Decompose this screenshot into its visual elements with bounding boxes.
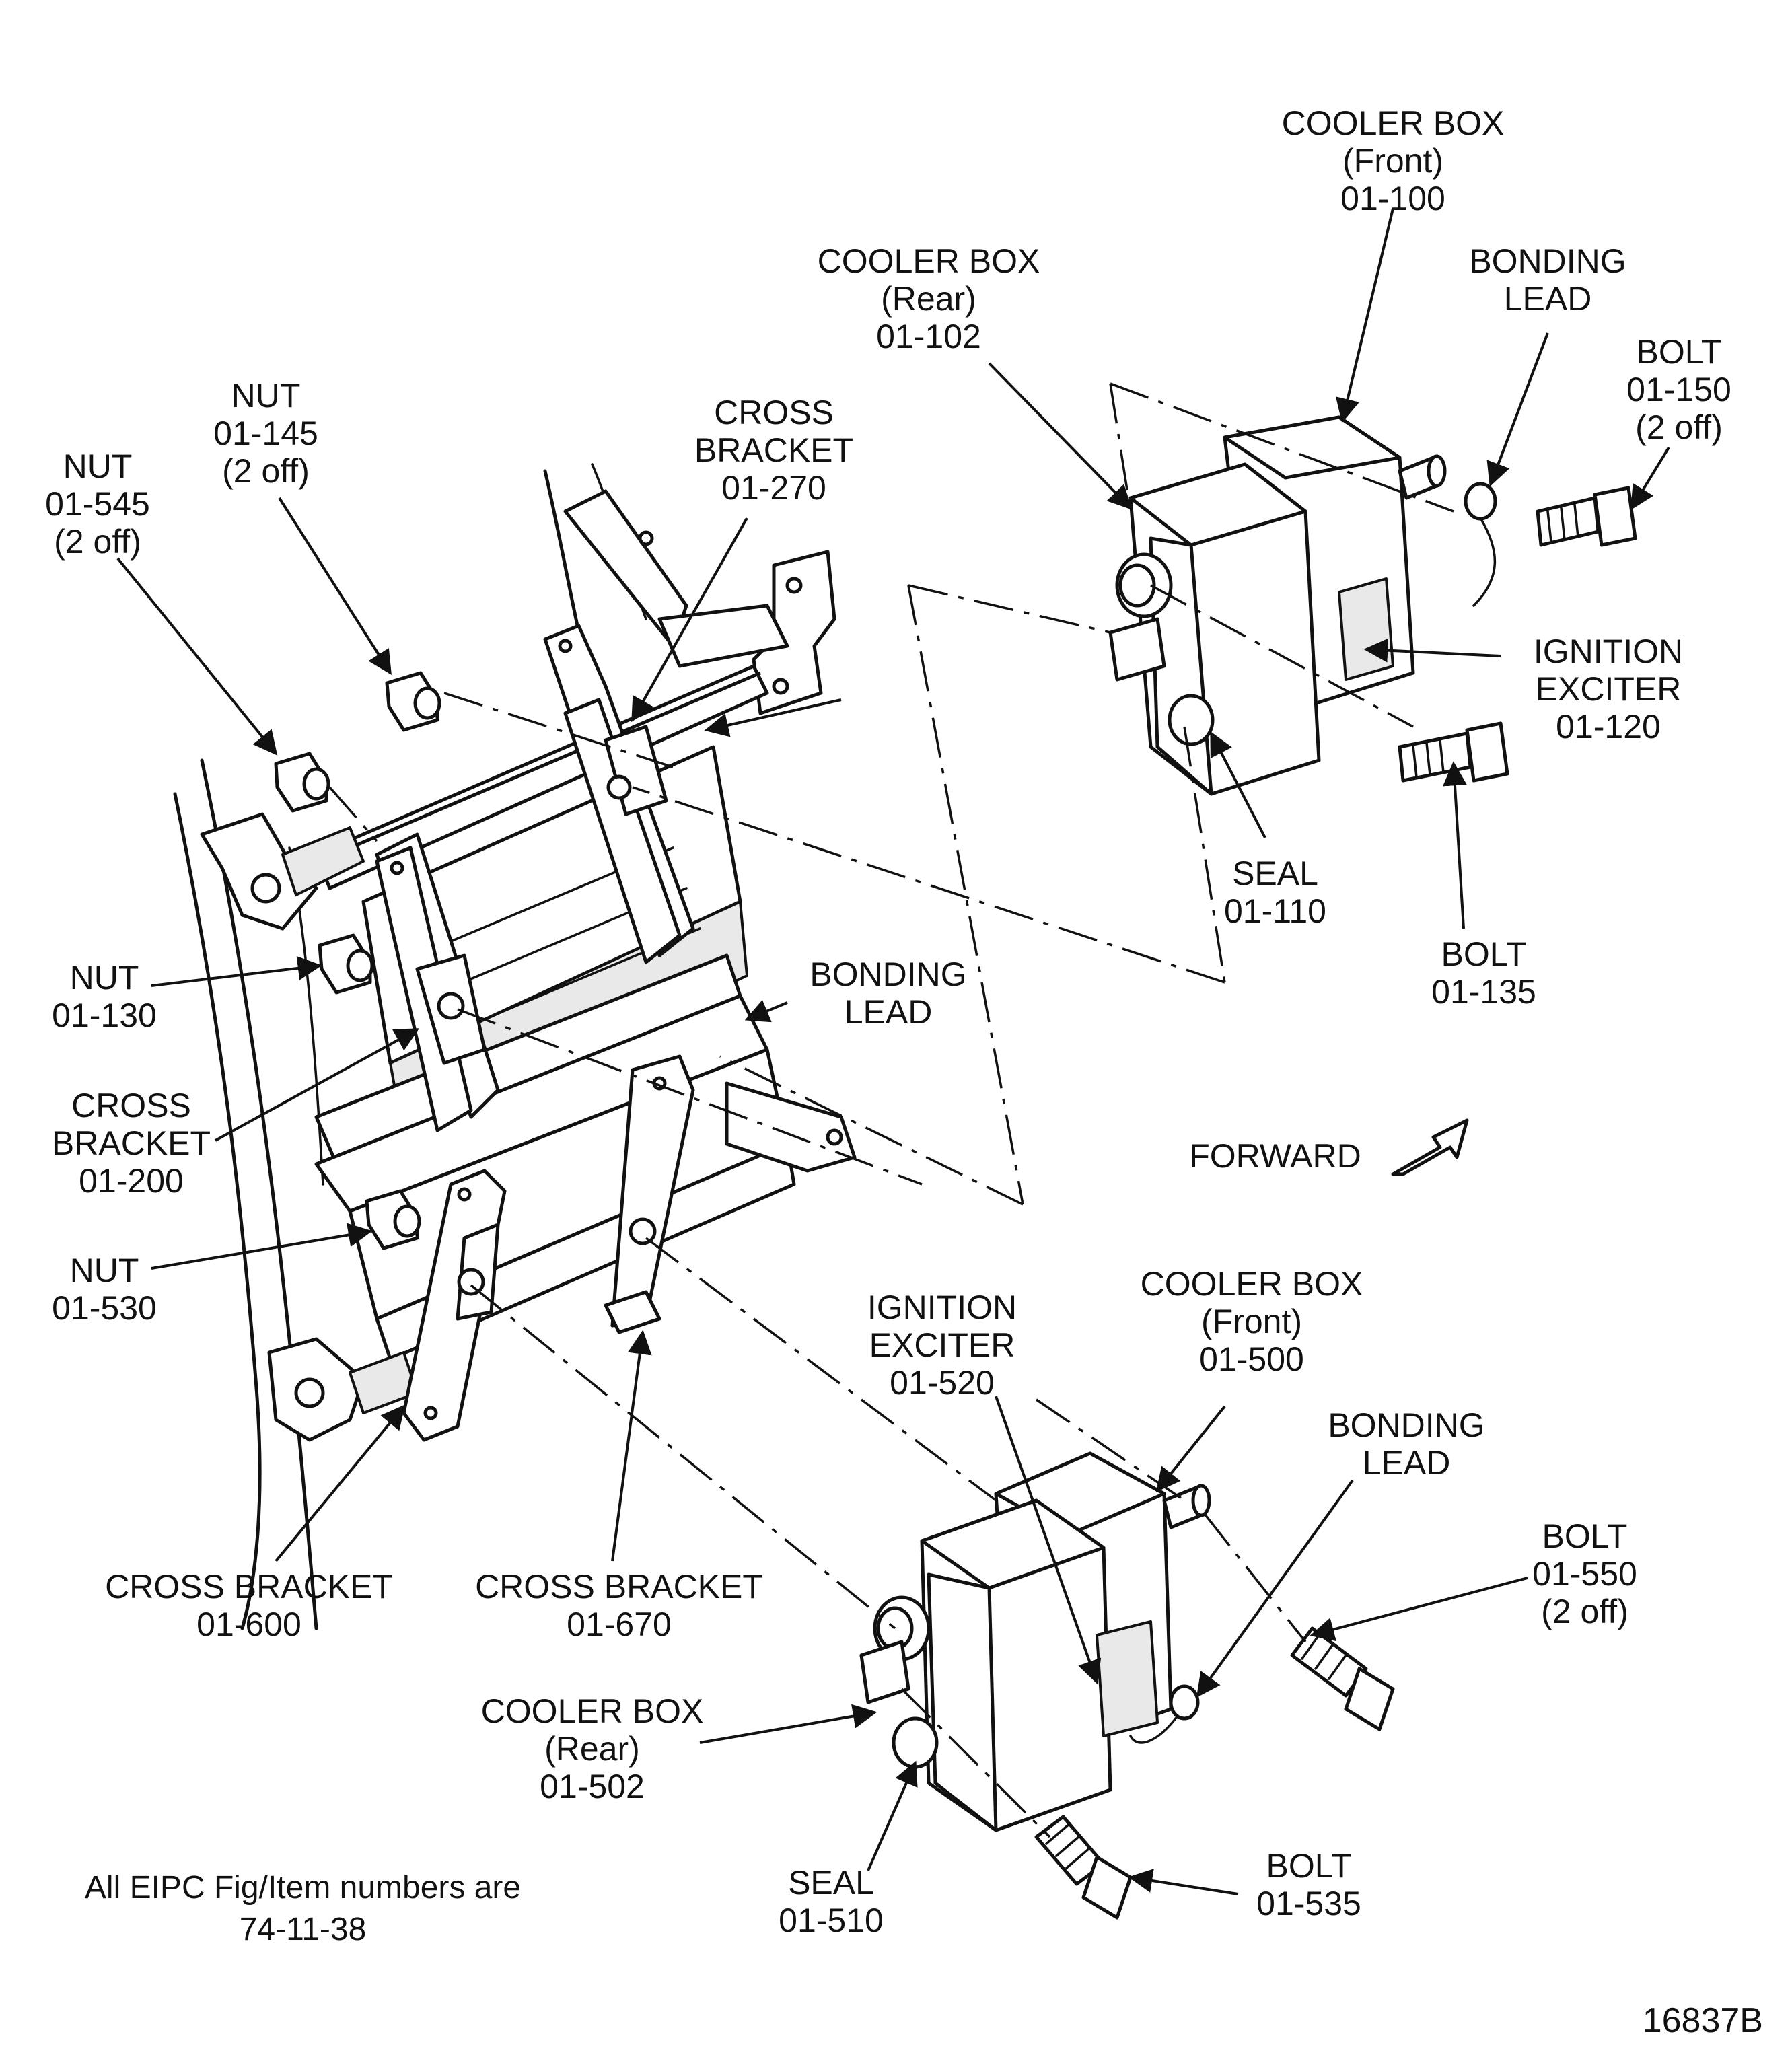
label-bonding-lead-lower: BONDING LEAD (1328, 1406, 1485, 1482)
label-bolt-535: BOLT 01-535 (1256, 1847, 1361, 1922)
cooler-box-upper-assembly (1108, 415, 1447, 796)
nut-130 (318, 933, 374, 995)
leader-ignition-exciter-520 (995, 1396, 1102, 1685)
label-cooler-box-front-100: COOLER BOX (Front) 01-100 (1281, 104, 1505, 217)
bolt-550 (1290, 1626, 1395, 1731)
label-seal-510: SEAL 01-510 (779, 1864, 884, 1939)
label-cooler-box-front-500: COOLER BOX (Front) 01-500 (1140, 1265, 1363, 1378)
label-ignition-exciter-520: IGNITION EXCITER 01-520 (867, 1289, 1017, 1402)
leader-nut-130 (151, 955, 322, 987)
cross-bracket-600 (402, 1169, 507, 1442)
cross-bracket-200 (375, 832, 500, 1132)
leader-cross-bracket-270 (631, 517, 748, 723)
label-cross-bracket-670: CROSS BRACKET 01-670 (475, 1568, 763, 1643)
label-nut-130: NUT 01-130 (52, 959, 157, 1034)
leader-ignition-exciter-120 (1363, 638, 1501, 663)
leader-cross-bracket-200 (215, 1028, 420, 1142)
label-cross-bracket-200: CROSS BRACKET 01-200 (51, 1087, 211, 1200)
label-ignition-exciter-120: IGNITION EXCITER 01-120 (1533, 632, 1684, 746)
leader-cross-bracket-670 (611, 1330, 652, 1562)
figure-number: 16837B (1642, 2001, 1763, 2040)
leader-bolt-150 (1630, 446, 1670, 511)
bonding-lead-lower (1129, 1684, 1200, 1744)
label-nut-545: NUT 01-545 (2 off) (45, 447, 150, 561)
label-bonding-lead-mid: BONDING LEAD (810, 955, 967, 1031)
leader-seal-110 (1210, 731, 1266, 838)
nut-545 (274, 752, 330, 813)
leader-seal-510 (867, 1760, 918, 1871)
leader-bonding-lead-lower (1196, 1479, 1354, 1698)
leader-nut-530 (151, 1223, 373, 1270)
alignment-centerlines (328, 382, 1454, 1838)
leader-bonding-lead-upper (1486, 332, 1549, 487)
label-bolt-550: BOLT 01-550 (2 off) (1532, 1517, 1637, 1630)
label-forward: FORWARD (1189, 1137, 1361, 1175)
leader-bolt-550 (1310, 1577, 1528, 1642)
cross-bracket-670 (604, 1054, 695, 1334)
leader-cross-bracket-600 (275, 1404, 406, 1562)
label-bolt-135: BOLT 01-135 (1431, 935, 1536, 1011)
leader-arrows (116, 208, 1670, 1895)
leader-bonding-lead-mid-1 (704, 698, 842, 737)
cross-bracket-270 (543, 624, 695, 964)
leader-bolt-135 (1443, 761, 1467, 929)
label-nut-530: NUT 01-530 (52, 1252, 157, 1327)
leader-bonding-lead-mid-2 (744, 999, 788, 1023)
label-cross-bracket-270: CROSS BRACKET 01-270 (694, 394, 854, 507)
bolt-150 (1536, 486, 1637, 547)
label-bolt-150: BOLT 01-150 (2 off) (1626, 333, 1731, 446)
leader-nut-145 (278, 497, 392, 676)
label-bonding-lead-upper: BONDING LEAD (1469, 242, 1626, 318)
label-cross-bracket-600: CROSS BRACKET 01-600 (105, 1568, 393, 1643)
cooler-box-lower-assembly (859, 1451, 1211, 1832)
label-cooler-box-rear-502: COOLER BOX (Rear) 01-502 (480, 1692, 704, 1805)
leader-bolt-535 (1128, 1869, 1239, 1895)
label-cooler-box-rear-102: COOLER BOX (Rear) 01-102 (817, 242, 1040, 355)
leader-cooler-box-front-upper (1335, 208, 1394, 423)
bonding-lead-upper (1464, 482, 1497, 607)
leader-cooler-box-rear-lower (699, 1704, 877, 1744)
upper-mounting-structure (200, 489, 857, 1442)
leader-cooler-box-front-lower (1155, 1405, 1226, 1492)
leader-cooler-box-rear-upper (988, 362, 1133, 510)
eipc-note: All EIPC Fig/Item numbers are 74-11-38 (84, 1870, 522, 1947)
label-seal-110: SEAL 01-110 (1224, 855, 1326, 930)
bolt-535 (1034, 1815, 1133, 1920)
leader-nut-545 (116, 557, 278, 756)
label-nut-145: NUT 01-145 (2 off) (213, 377, 318, 490)
nut-145 (385, 671, 441, 732)
forward-arrow-icon (1391, 1118, 1469, 1176)
